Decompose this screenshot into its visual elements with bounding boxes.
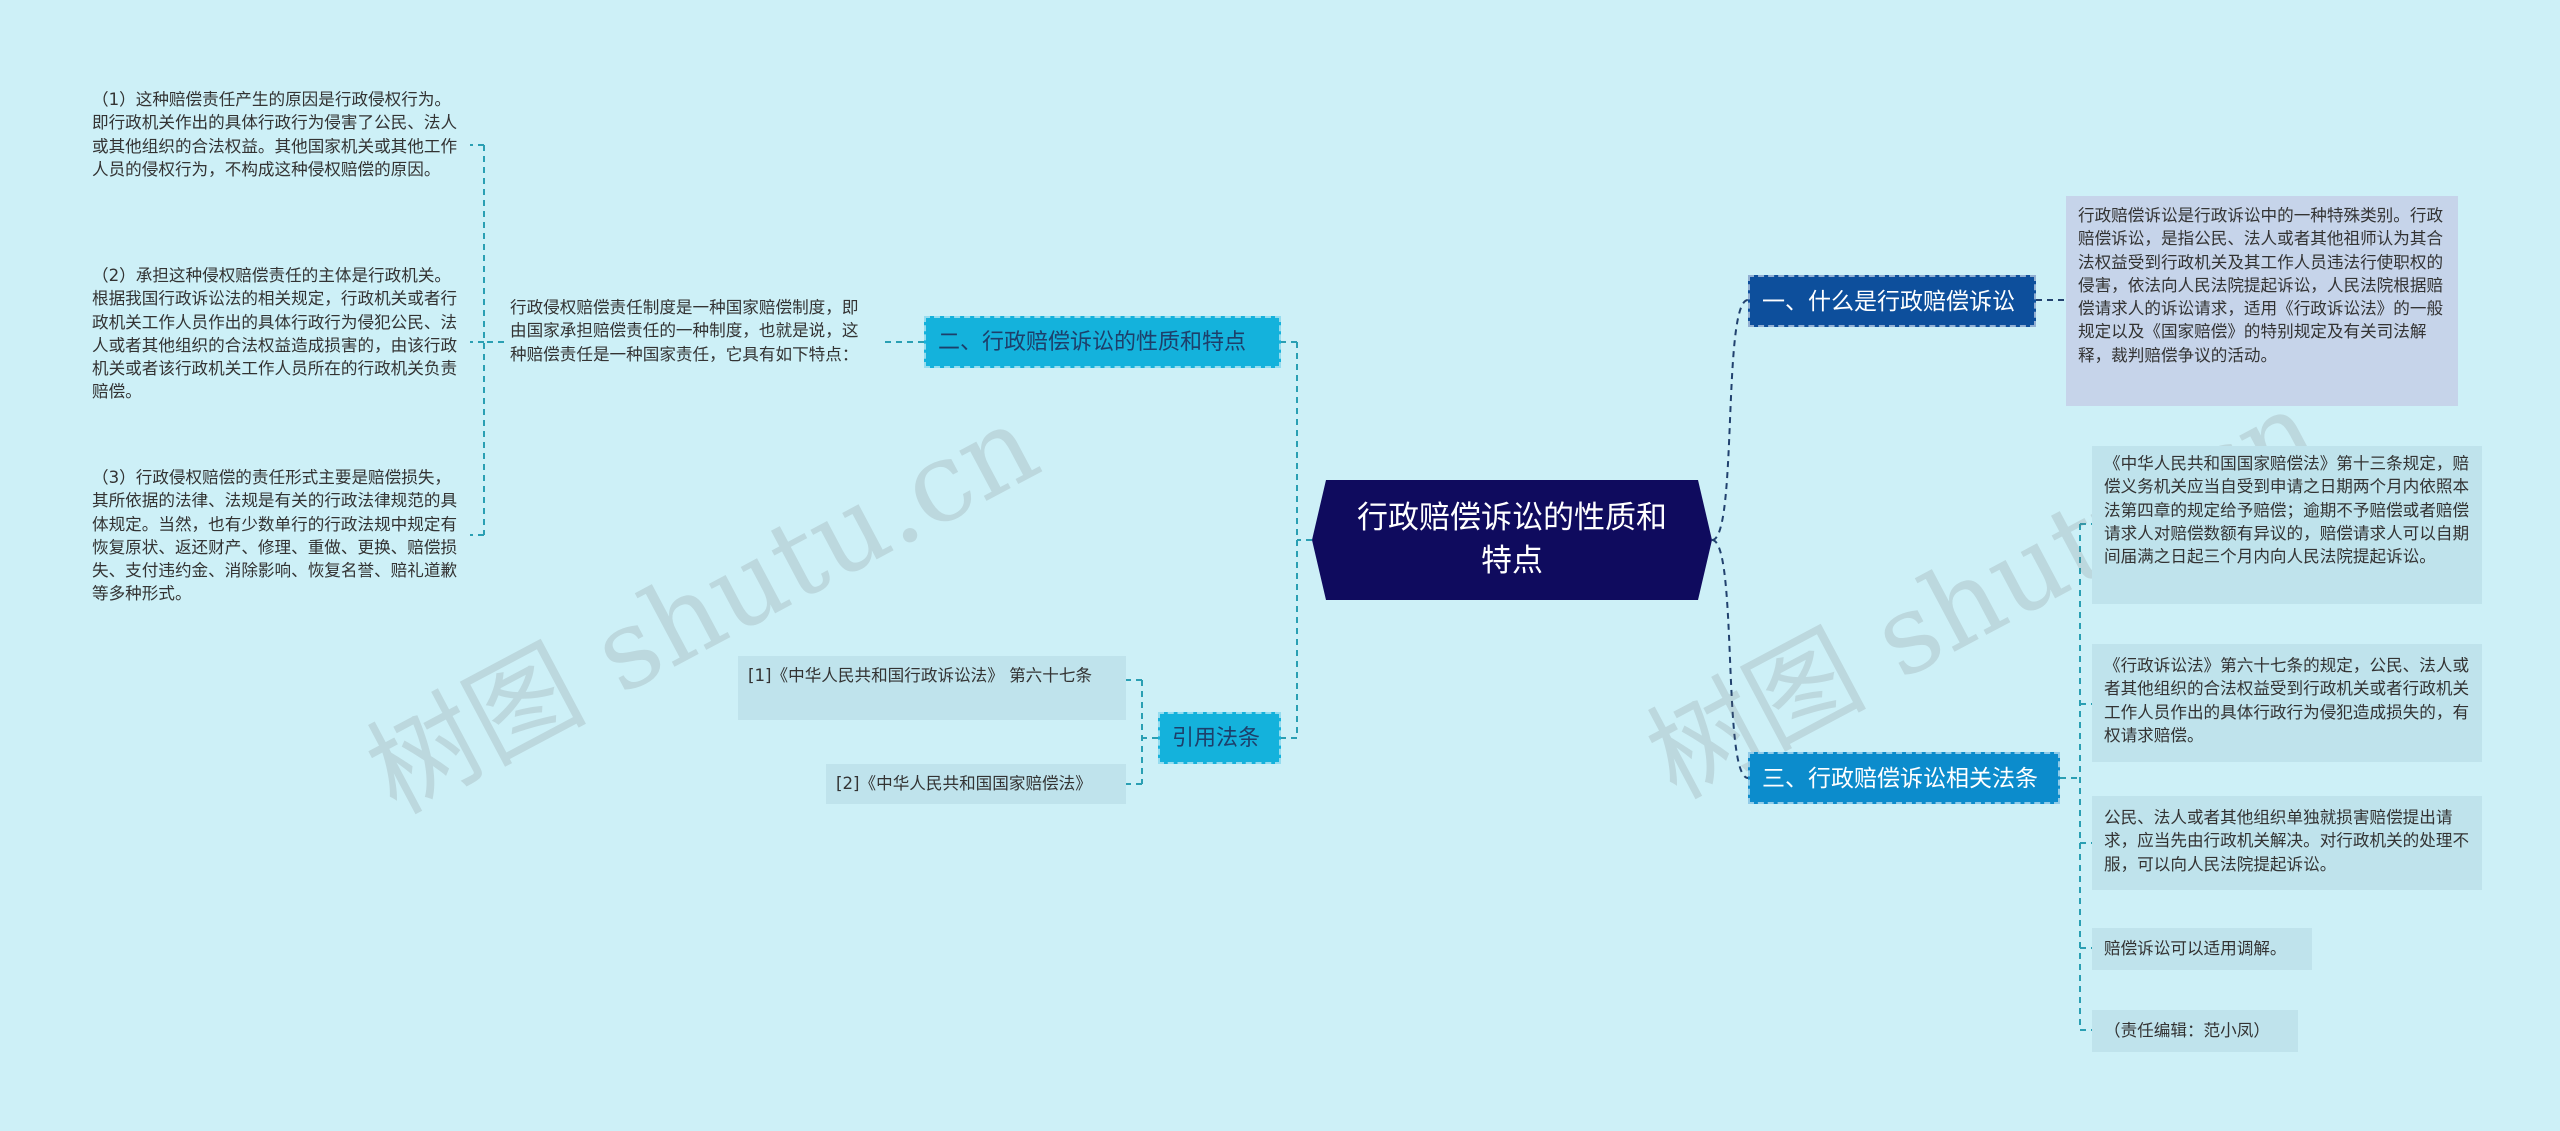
- branch-nature-label: 二、行政赔偿诉讼的性质和特点: [938, 330, 1247, 355]
- nature-point-3: （3）行政侵权赔偿的责任形式主要是赔偿损失，其所依据的法律、法规是有关的行政法律…: [92, 468, 458, 604]
- central-topic[interactable]: 行政赔偿诉讼的性质和特点: [1312, 480, 1712, 600]
- nature-point-2: （2）承担这种侵权赔偿责任的主体是行政机关。根据我国行政诉讼法的相关规定，行政机…: [92, 266, 458, 402]
- link-central-nature: [1281, 341, 1312, 738]
- branch-refs[interactable]: 引用法条: [1158, 712, 1281, 764]
- laws-item-4: 赔偿诉讼可以适用调解。: [2092, 928, 2312, 970]
- central-topic-label: 行政赔偿诉讼的性质和特点: [1357, 500, 1667, 579]
- link-laws-trunk: [2060, 524, 2081, 1030]
- branch-nature[interactable]: 二、行政赔偿诉讼的性质和特点: [924, 316, 1281, 368]
- what-definition-text: 行政赔偿诉讼是行政诉讼中的一种特殊类别。行政赔偿诉讼，是指公民、法人或者其他祖师…: [2066, 196, 2458, 406]
- laws-item-3: 公民、法人或者其他组织单独就损害赔偿提出请求，应当先由行政机关解决。对行政机关的…: [2092, 796, 2482, 890]
- nature-point-1: （1）这种赔偿责任产生的原因是行政侵权行为。即行政机关作出的具体行政行为侵害了公…: [92, 90, 458, 179]
- refs-item-1: [1]《中华人民共和国行政诉讼法》 第六十七条: [738, 656, 1126, 720]
- link-refs-items: [1126, 679, 1158, 785]
- branch-laws-label: 三、行政赔偿诉讼相关法条: [1762, 766, 2038, 792]
- nature-intro-text: 行政侵权赔偿责任制度是一种国家赔偿制度，即由国家承担赔偿责任的一种制度，也就是说…: [510, 298, 859, 364]
- laws-item-1: 《中华人民共和国国家赔偿法》第十三条规定，赔偿义务机关应当自受到申请之日期两个月…: [2092, 446, 2482, 604]
- link-nature-points: [470, 144, 504, 536]
- refs-item-2: [2]《中华人民共和国国家赔偿法》: [826, 764, 1126, 804]
- link-central-laws: [1711, 539, 1749, 779]
- laws-item-5: （责任编辑：范小凤）: [2092, 1010, 2298, 1052]
- laws-item-2: 《行政诉讼法》第六十七条的规定，公民、法人或者其他组织的合法权益受到行政机关或者…: [2092, 644, 2482, 762]
- link-central-what: [1711, 299, 1749, 541]
- branch-laws[interactable]: 三、行政赔偿诉讼相关法条: [1748, 752, 2060, 804]
- branch-what[interactable]: 一、什么是行政赔偿诉讼: [1748, 275, 2036, 327]
- branch-refs-label: 引用法条: [1172, 726, 1261, 751]
- branch-what-label: 一、什么是行政赔偿诉讼: [1762, 289, 2015, 315]
